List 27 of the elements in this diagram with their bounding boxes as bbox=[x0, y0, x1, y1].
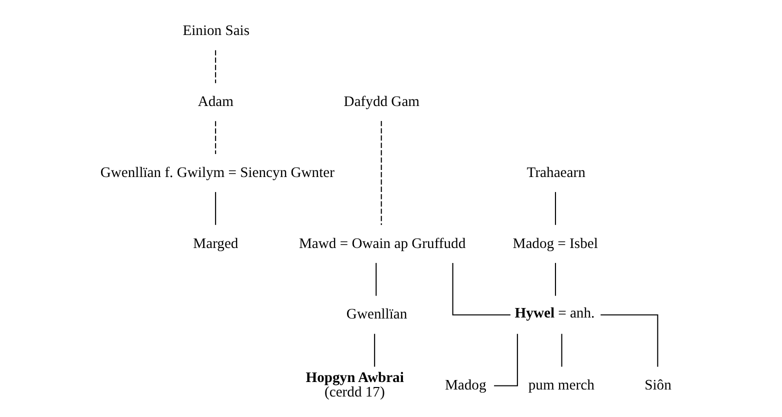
connector bbox=[380, 120, 382, 226]
connector bbox=[600, 314, 658, 367]
node-text: Marged bbox=[193, 236, 238, 252]
node-text: Hopgyn Awbrai bbox=[306, 370, 404, 386]
node-label: (cerdd 17) bbox=[324, 384, 385, 400]
connector bbox=[561, 334, 562, 367]
node-text: Gwenllïan f. Gwilym = Siencyn Gwnter bbox=[100, 164, 334, 181]
node-text: Siôn bbox=[644, 378, 672, 394]
node-text: Madog bbox=[444, 378, 486, 394]
connector bbox=[215, 192, 216, 225]
connector bbox=[554, 192, 556, 225]
node-text: Trahaearn bbox=[526, 164, 586, 181]
connector bbox=[452, 262, 510, 316]
connector bbox=[215, 50, 216, 84]
connector bbox=[494, 334, 518, 386]
connector bbox=[376, 262, 377, 296]
node-text: pum merch bbox=[528, 378, 594, 394]
node-text: Adam bbox=[198, 94, 234, 110]
node-text: Einion Sais bbox=[182, 23, 250, 40]
connector bbox=[554, 262, 556, 296]
node-text: Madog = Isbel bbox=[512, 236, 598, 252]
node-text: Hywel = anh. bbox=[514, 306, 595, 322]
connector bbox=[374, 334, 376, 367]
node-text: Mawd = Owain ap Gruffudd bbox=[298, 236, 466, 252]
node-text: Dafydd Gam bbox=[344, 94, 420, 110]
connector bbox=[215, 121, 216, 154]
node-text: Gwenllïan bbox=[346, 306, 408, 323]
